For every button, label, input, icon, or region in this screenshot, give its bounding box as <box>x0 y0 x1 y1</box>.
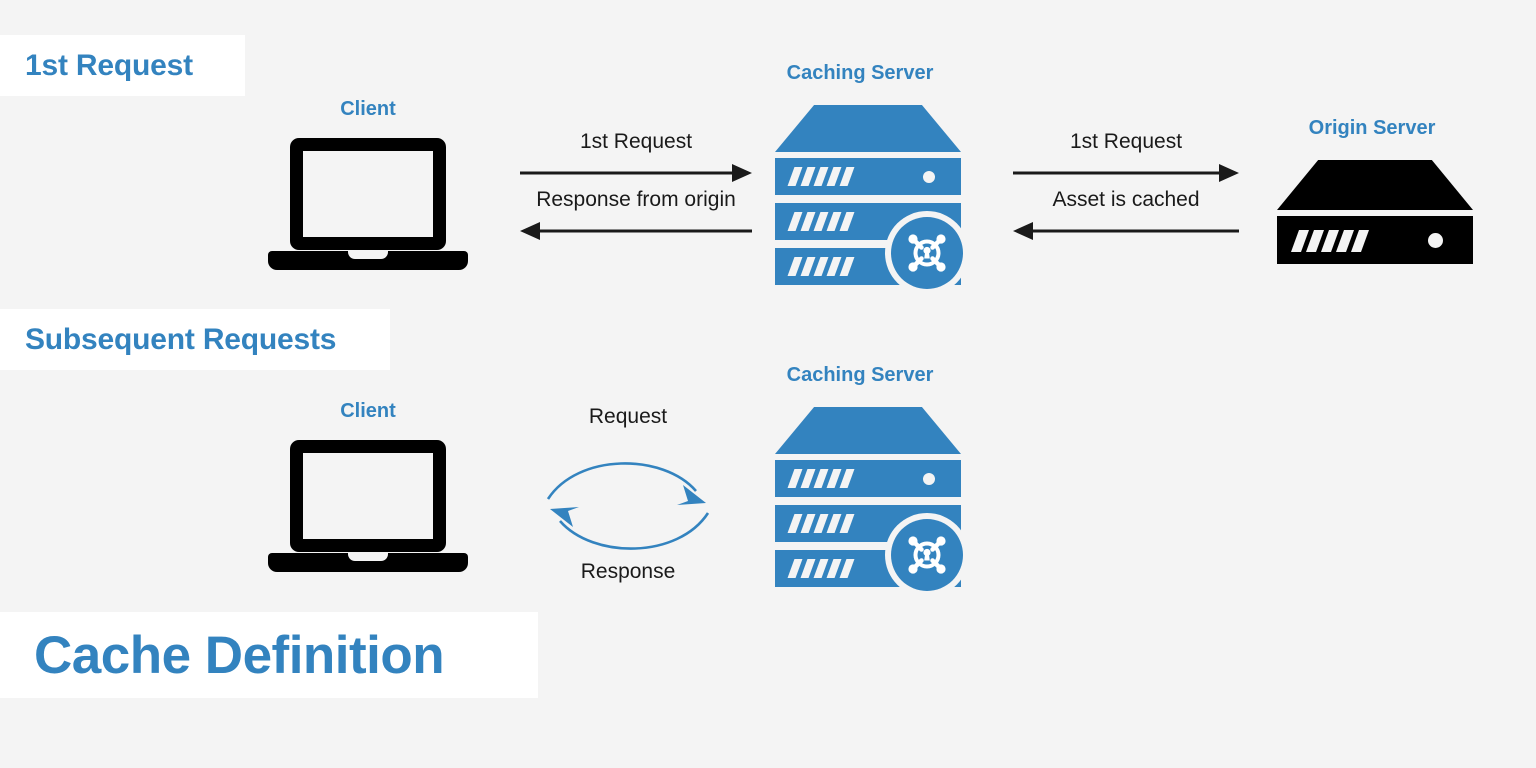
laptop-notch <box>348 250 388 259</box>
page-title: Cache Definition <box>34 625 445 685</box>
row1-caching-server-icon <box>775 105 969 295</box>
laptop-base <box>268 251 468 270</box>
row1-client-cache-arrows: 1st Request Response from origin <box>520 130 752 245</box>
row1-forward-arrow-label: 1st Request <box>579 130 693 153</box>
row1-client-label: Client <box>340 98 396 120</box>
row2-laptop-icon <box>268 440 468 575</box>
server-led <box>923 473 935 485</box>
laptop-screen <box>290 440 446 552</box>
server-vents <box>787 212 855 231</box>
laptop-screen <box>290 138 446 250</box>
row2-request-label: Request <box>588 405 668 428</box>
section-banner-first-request-label: 1st Request <box>25 48 193 82</box>
section-banner-subsequent-requests: Subsequent Requests <box>0 309 390 370</box>
laptop-notch <box>348 552 388 561</box>
row1-origin-server-icon <box>1277 160 1473 270</box>
row2-request-response-loop: Request Response <box>538 405 718 600</box>
server-vents <box>787 257 855 276</box>
server-vents <box>787 469 855 488</box>
server-led <box>1428 233 1443 248</box>
server-led <box>923 171 935 183</box>
row2-caching-server-icon <box>775 407 969 597</box>
server-unit-1 <box>775 460 961 497</box>
row1-cache-origin-arrows: 1st Request Asset is cached <box>1013 130 1239 245</box>
arrow-right-icon <box>520 162 752 184</box>
row1-origin-forward-arrow-label: 1st Request <box>1069 130 1183 153</box>
section-banner-first-request: 1st Request <box>0 35 245 96</box>
row2-response-label: Response <box>580 560 676 583</box>
page-title-banner: Cache Definition <box>0 612 538 698</box>
cache-lock-network-icon <box>885 211 969 295</box>
arrow-left-icon <box>1013 220 1239 242</box>
cache-lock-network-icon <box>885 513 969 597</box>
server-vents <box>787 559 855 578</box>
row1-caching-server-label: Caching Server <box>786 62 934 84</box>
arrow-right-icon <box>1013 162 1239 184</box>
row1-return-arrow-label: Response from origin <box>536 188 736 211</box>
section-banner-subsequent-requests-label: Subsequent Requests <box>25 322 337 356</box>
server-unit-1 <box>775 158 961 195</box>
server-unit-1 <box>1277 216 1473 264</box>
server-vents <box>787 514 855 533</box>
server-vents <box>1290 230 1370 252</box>
server-top <box>1277 160 1473 210</box>
row2-caching-server-label: Caching Server <box>786 364 934 386</box>
server-top <box>775 105 961 152</box>
row1-origin-server-label: Origin Server <box>1308 117 1436 139</box>
row1-laptop-icon <box>268 138 468 273</box>
arrow-left-icon <box>520 220 752 242</box>
row2-client-label: Client <box>340 400 396 422</box>
loop-arrows-icon <box>546 462 710 550</box>
row1-origin-return-arrow-label: Asset is cached <box>1052 188 1200 211</box>
server-vents <box>787 167 855 186</box>
laptop-base <box>268 553 468 572</box>
server-top <box>775 407 961 454</box>
